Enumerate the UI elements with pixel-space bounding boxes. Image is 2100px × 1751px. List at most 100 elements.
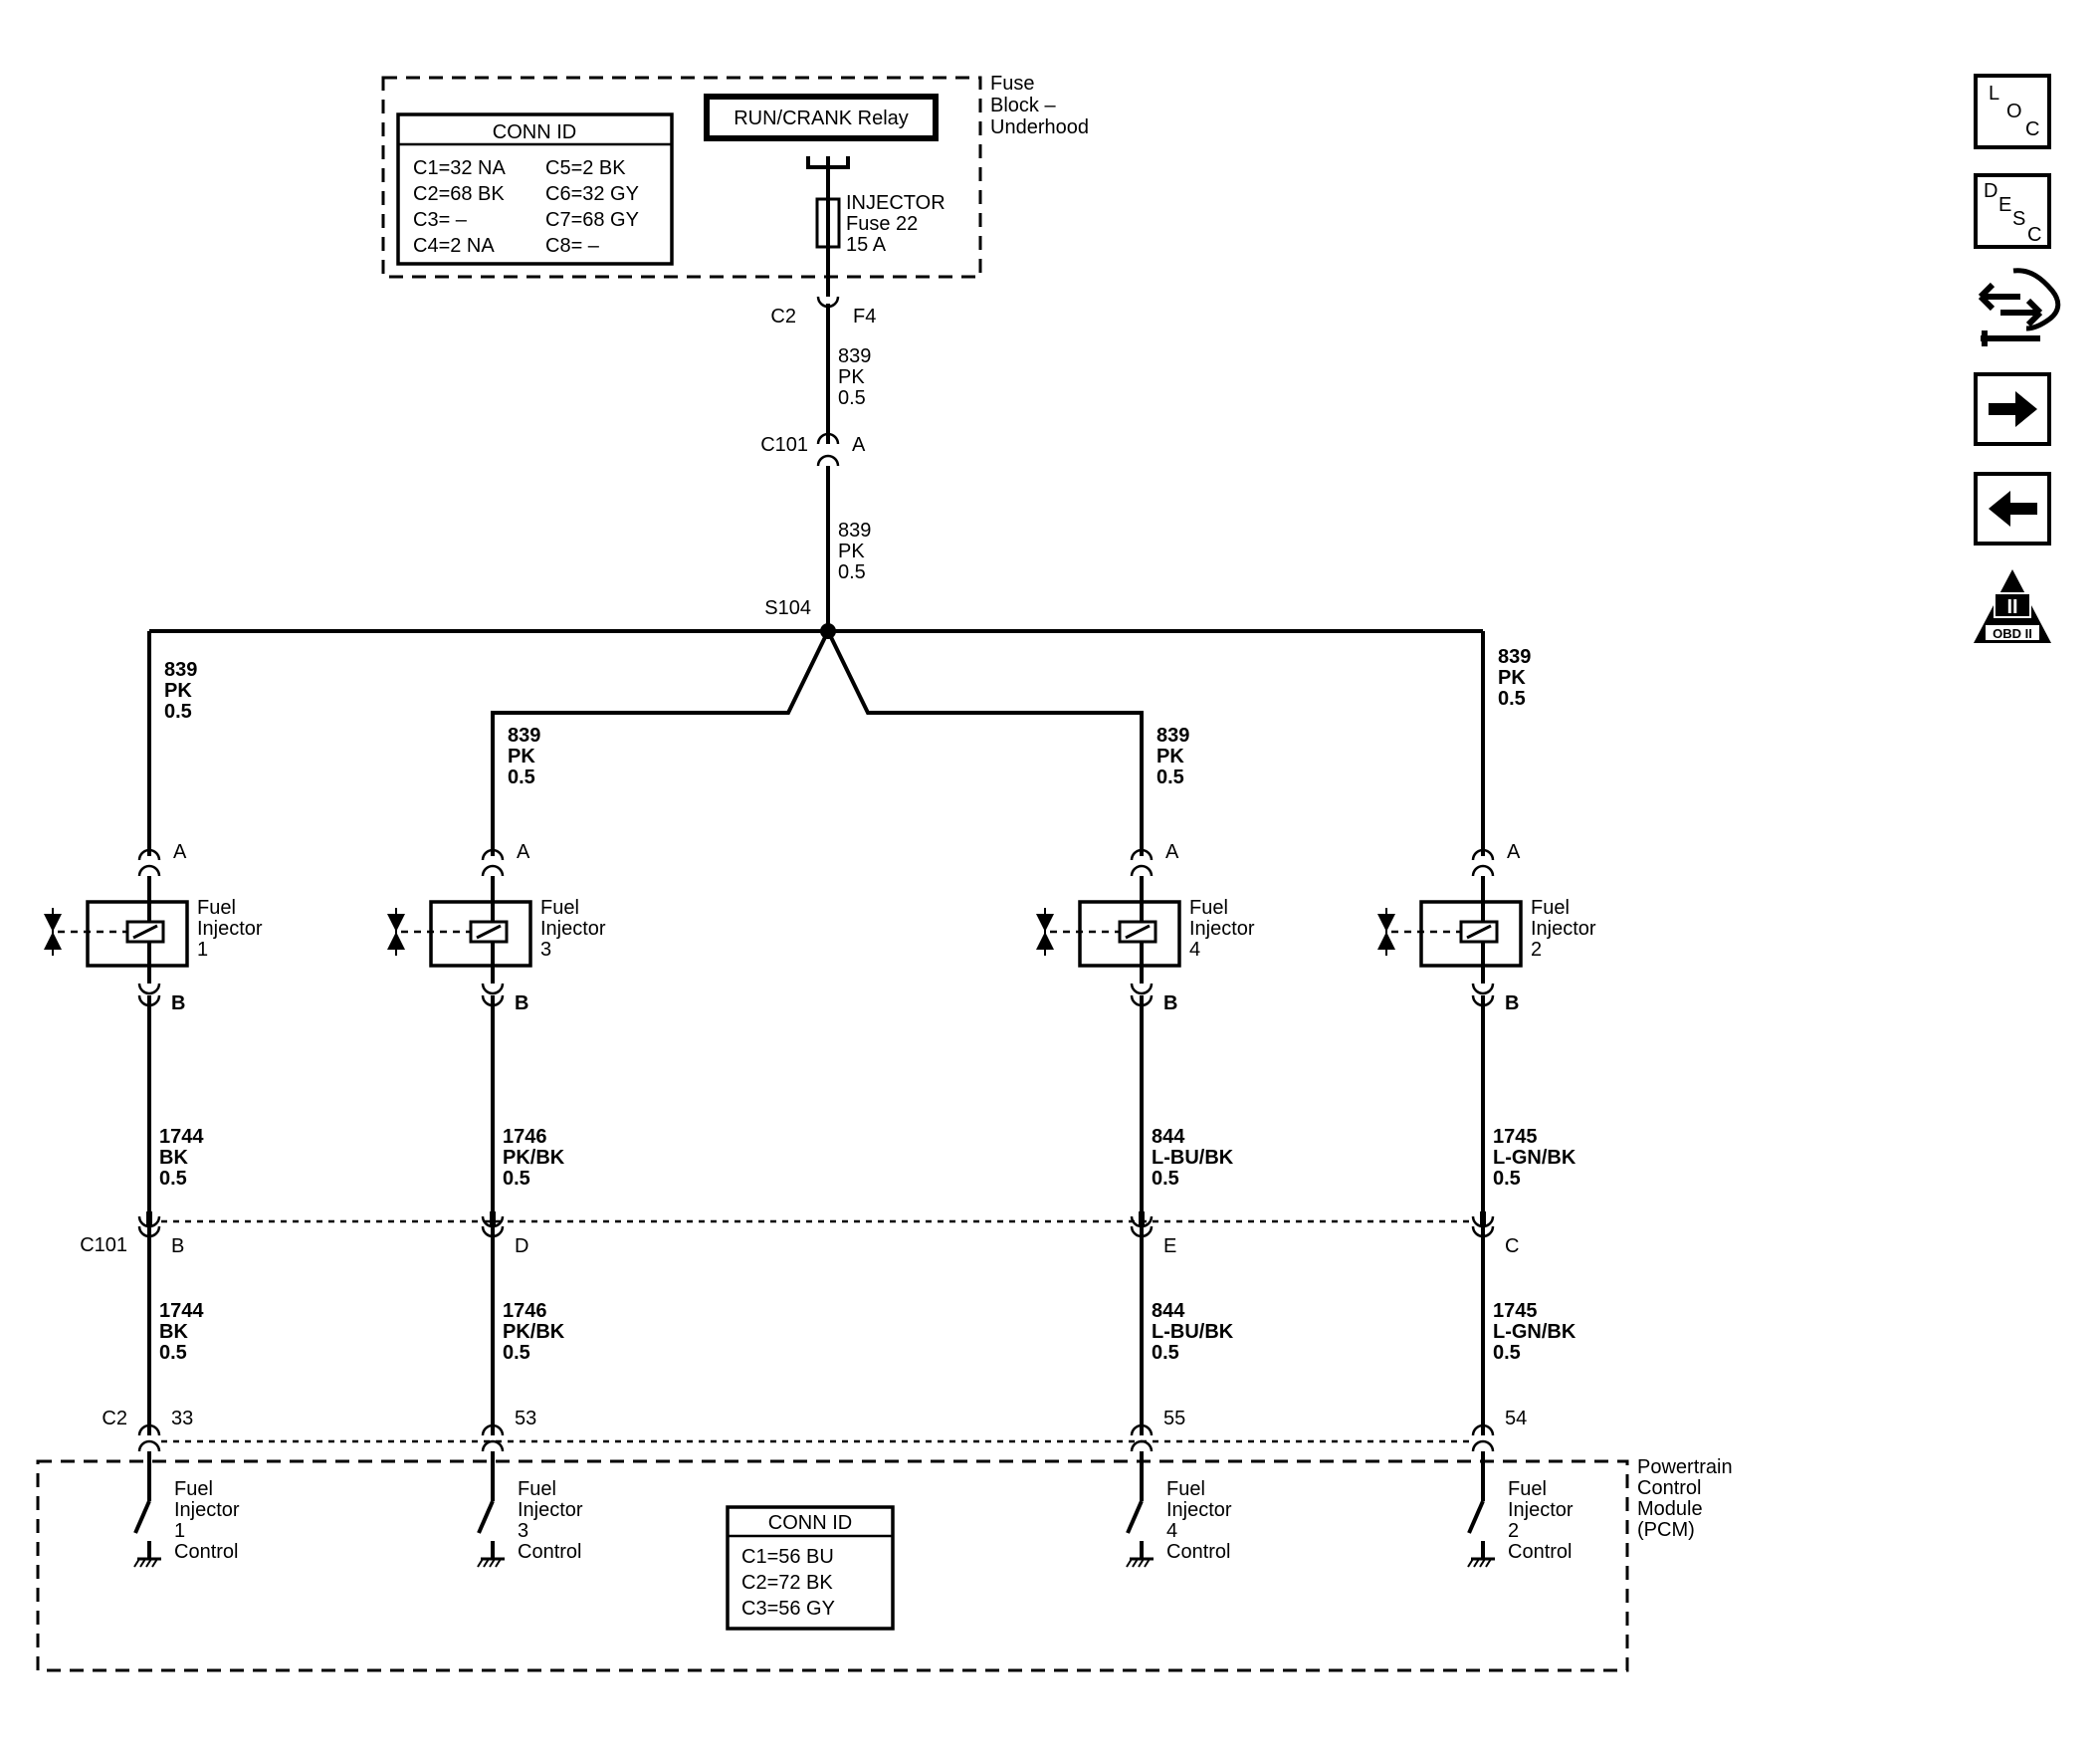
c101-top-pin-label: A bbox=[852, 434, 866, 456]
pcm-c2-connector bbox=[1130, 1423, 1154, 1436]
description-icon[interactable]: D E S C bbox=[1974, 173, 2051, 249]
svg-text:RUN/CRANK Relay: RUN/CRANK Relay bbox=[734, 108, 909, 129]
s104-label: S104 bbox=[764, 597, 811, 619]
fuse-block: Fuse Block – Underhood CONN ID C1=32 NA … bbox=[381, 73, 1089, 279]
injector-fuse-22: INJECTOR Fuse 22 15 A bbox=[815, 192, 950, 256]
pcm-pin-label: 53 bbox=[515, 1408, 536, 1429]
c101-pin-label: B bbox=[171, 1235, 184, 1257]
svg-text:S: S bbox=[2012, 208, 2025, 230]
connector-tool-icon[interactable] bbox=[1978, 268, 2061, 346]
svg-text:L: L bbox=[1989, 83, 1999, 105]
pin-b-label: B bbox=[1163, 992, 1177, 1014]
c101-pin-label: C bbox=[1505, 1235, 1519, 1257]
pcm-conn-id-table: CONN ID C1=56 BU C2=72 BK C3=56 GY bbox=[726, 1505, 895, 1631]
pin-b-connector bbox=[1471, 983, 1495, 995]
fuse-block-conn-id-table: CONN ID C1=32 NA C2=68 BK C3= – C4=2 NA … bbox=[396, 112, 674, 266]
pin-a-label: A bbox=[173, 841, 187, 863]
c101-pin-label: D bbox=[515, 1235, 528, 1257]
pin-a-label: A bbox=[1507, 841, 1521, 863]
svg-text:C1=56 BU C2=72 BK: C1=56 BU C2=72 BK C3=56 GY bbox=[741, 1546, 839, 1620]
connector-c101-top bbox=[816, 432, 840, 445]
c101-top-label: C101 bbox=[760, 434, 808, 456]
driver-switch bbox=[1126, 1500, 1144, 1534]
feed-wire-label-upper: 839 PK 0.5 bbox=[838, 345, 877, 409]
pin-b-label: B bbox=[171, 992, 185, 1014]
fuse-block-label: Fuse Block – Underhood bbox=[990, 73, 1089, 138]
location-icon[interactable]: L O C bbox=[1974, 74, 2051, 149]
driver-switch bbox=[1467, 1500, 1485, 1534]
pcm-c2-connector bbox=[1471, 1423, 1495, 1436]
pcm-module: C2 Powertrain Control Module (PCM) CONN … bbox=[36, 1408, 1738, 1672]
pcm-pin-label: 55 bbox=[1163, 1408, 1185, 1429]
pcm-c2-connector bbox=[481, 1423, 505, 1436]
run-crank-relay: RUN/CRANK Relay bbox=[704, 94, 939, 141]
pin-a-label: A bbox=[517, 841, 530, 863]
next-arrow-icon[interactable] bbox=[1974, 372, 2051, 446]
pcm-c2-connector bbox=[137, 1423, 161, 1436]
conn-id-title: CONN ID bbox=[493, 121, 576, 143]
svg-text:CONN ID: CONN ID bbox=[768, 1512, 852, 1534]
feed-wire-label-lower: 839 PK 0.5 bbox=[838, 520, 877, 583]
feed-wire-circuit: C2 F4 839 PK 0.5 C101 A 839 PK 0.5 S104 bbox=[147, 247, 1485, 856]
pin-a-connector bbox=[1130, 848, 1154, 861]
pin-b-label: B bbox=[1505, 992, 1519, 1014]
c2-label: C2 bbox=[770, 306, 796, 328]
svg-text:OBD II: OBD II bbox=[1993, 626, 2032, 641]
pin-b-connector bbox=[137, 983, 161, 995]
svg-text:E: E bbox=[1998, 194, 2011, 216]
c2-bottom-label: C2 bbox=[102, 1408, 127, 1429]
pin-a-connector bbox=[137, 848, 161, 861]
pcm-pin-label: 54 bbox=[1505, 1408, 1527, 1429]
pin-a-connector bbox=[481, 848, 505, 861]
pcm-label: Powertrain Control Module (PCM) bbox=[1637, 1456, 1738, 1541]
driver-switch bbox=[133, 1500, 151, 1534]
svg-text:C: C bbox=[2027, 224, 2041, 246]
pin-b-connector bbox=[1130, 983, 1154, 995]
pin-a-label: A bbox=[1165, 841, 1179, 863]
svg-text:II: II bbox=[2006, 596, 2017, 618]
relay-terminal-symbol bbox=[806, 156, 850, 199]
c101-bottom-connector: C101 bbox=[80, 1219, 1473, 1256]
pin-b-label: B bbox=[515, 992, 528, 1014]
pin-b-connector bbox=[481, 983, 505, 995]
driver-switch bbox=[477, 1500, 495, 1534]
conn-id-left-col: C1=32 NA C2=68 BK C3= – C4=2 NA bbox=[413, 157, 510, 257]
c101-pin-label: E bbox=[1163, 1235, 1176, 1257]
obd-ii-icon[interactable]: II OBD II bbox=[1974, 569, 2051, 643]
pin-a-connector bbox=[1471, 848, 1495, 861]
svg-text:D: D bbox=[1984, 180, 1997, 202]
conn-id-right-col: C5=2 BK C6=32 GY C7=68 GY C8= – bbox=[545, 157, 644, 257]
svg-text:O: O bbox=[2006, 101, 2022, 122]
f4-label: F4 bbox=[853, 306, 876, 328]
previous-arrow-icon[interactable] bbox=[1974, 472, 2051, 546]
pcm-outline bbox=[36, 1459, 1629, 1672]
pcm-pin-label: 33 bbox=[171, 1408, 193, 1429]
svg-text:INJECTOR Fuse 22: INJECTOR Fuse 22 15 A bbox=[846, 192, 950, 256]
